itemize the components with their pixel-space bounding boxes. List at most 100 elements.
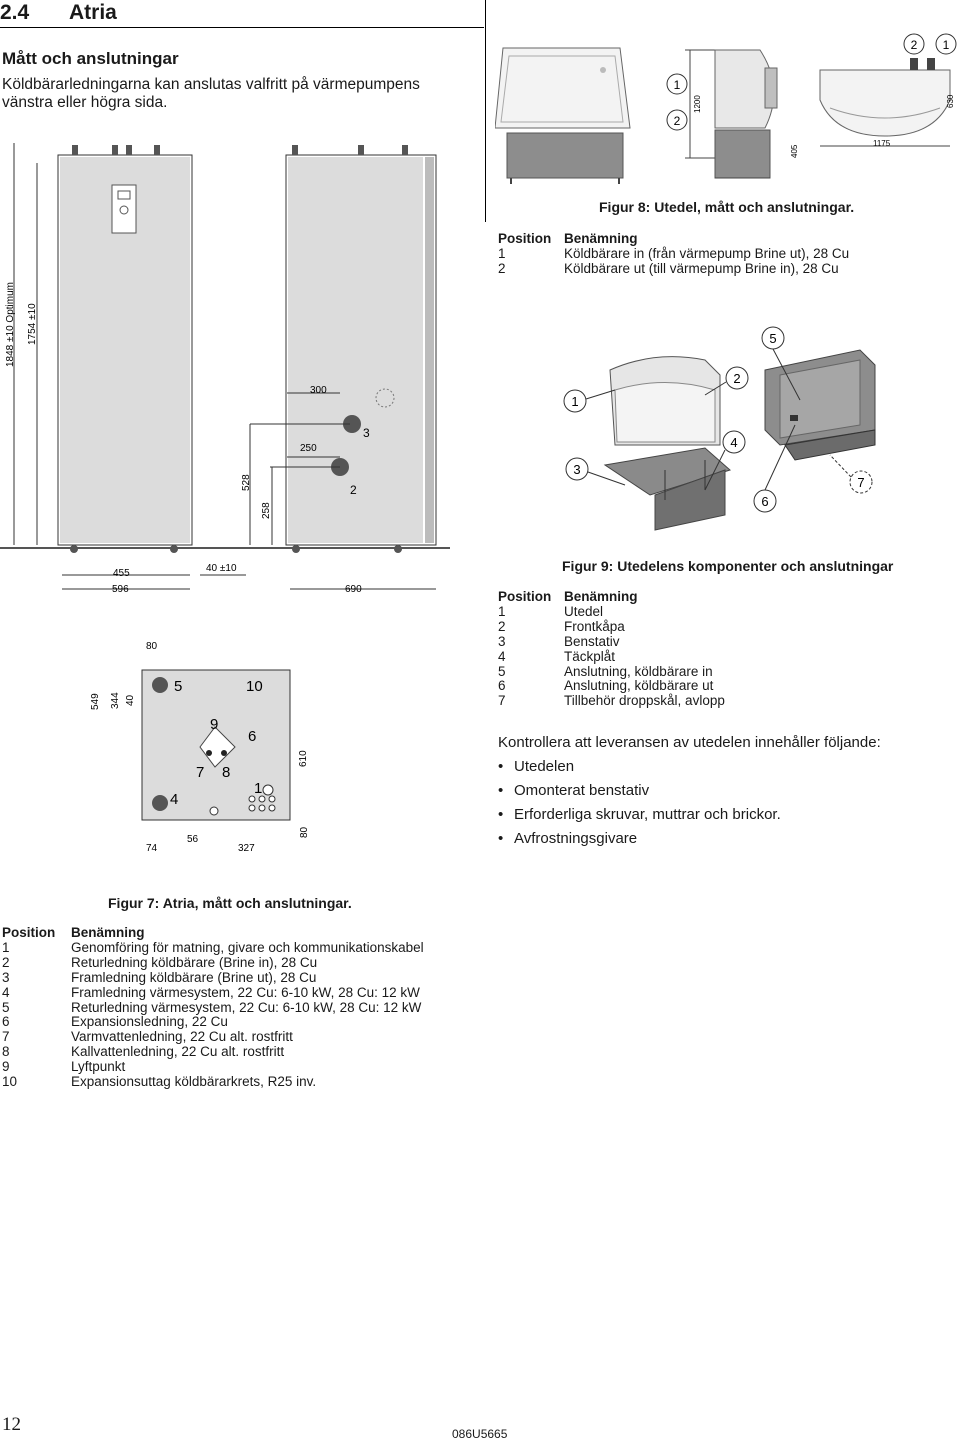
dim-344: 344 [110, 692, 121, 709]
dim-1175: 1175 [873, 139, 891, 148]
figure7-label-6: 6 [248, 728, 256, 745]
checklist-intro: Kontrollera att leveransen av utedelen i… [498, 734, 881, 751]
figure7-label-2a: 2 [350, 483, 357, 497]
figure9-callout-2: 2 [733, 371, 740, 386]
figure7-caption: Figur 7: Atria, mått och anslutningar. [108, 895, 352, 911]
figure8-top-view [819, 58, 951, 147]
figure8-front-view [495, 47, 631, 184]
dim-1848: 1848 ±10 Optimum [5, 282, 16, 367]
figure7-front-view [57, 145, 193, 553]
figure9-drawing: 1 2 3 4 5 6 7 [563, 326, 876, 531]
dim-300: 300 [310, 385, 327, 396]
figure7-side-view [250, 145, 437, 553]
figure8-callout-2b: 2 [911, 38, 918, 52]
figure8-callout-1a: 1 [674, 78, 681, 92]
section-number: 2.4 [0, 1, 30, 24]
figure7-label-10: 10 [246, 678, 263, 695]
dim-455: 455 [113, 568, 130, 579]
dim-405: 405 [790, 144, 799, 158]
figure9-callout-5: 5 [769, 331, 776, 346]
figure8-side-view [685, 49, 778, 179]
figure9-callout-7: 7 [857, 475, 864, 490]
dim-690: 690 [345, 584, 362, 595]
table-header: Position Benämning [2, 925, 145, 940]
dim-1200: 1200 [693, 95, 702, 113]
dim-40-10: 40 ±10 [206, 563, 237, 574]
dim-40: 40 [125, 694, 136, 706]
dim-630: 630 [946, 94, 955, 108]
dim-80b: 80 [299, 826, 310, 838]
figure8-callout-2a: 2 [674, 114, 681, 128]
figure7-dimension-lines [0, 143, 450, 590]
figure8-drawing: 1 2 2 1 1200 405 1175 630 [495, 33, 957, 184]
table-header: Position Benämning [498, 231, 638, 246]
figure8-caption: Figur 8: Utedel, mått och anslutningar. [599, 199, 855, 215]
dim-327: 327 [238, 843, 255, 854]
dim-1754: 1754 ±10 [27, 303, 38, 345]
list-item: Omonterat benstativ [514, 779, 881, 803]
figure7-label-8: 8 [222, 764, 230, 781]
figure7-label-4: 4 [170, 791, 178, 808]
intro-text: Köldbärarledningarna kan anslutas valfri… [2, 76, 420, 111]
figure7-label-5: 5 [174, 678, 182, 695]
figure7-label-7: 7 [196, 764, 204, 781]
dim-74: 74 [146, 843, 158, 854]
figure9-callout-1: 1 [571, 394, 578, 409]
dim-250: 250 [300, 443, 317, 454]
subheading: Mått och anslutningar [2, 49, 179, 68]
section-title: Atria [69, 1, 117, 24]
dim-596: 596 [112, 584, 129, 595]
table-header: Position Benämning [498, 589, 638, 604]
figure9-callout-3: 3 [573, 462, 580, 477]
dim-258: 258 [261, 502, 272, 519]
figure7-label-1: 1 [254, 780, 262, 797]
figure7-label-3a: 3 [363, 426, 370, 440]
figure9-labels: 1 2 3 4 5 6 7 [563, 326, 873, 513]
dim-528: 528 [241, 474, 252, 491]
page-number: 12 [2, 1414, 21, 1435]
figure9-caption: Figur 9: Utedelens komponenter och anslu… [562, 558, 894, 574]
figure9-callout-4: 4 [730, 435, 737, 450]
dim-80: 80 [146, 641, 158, 652]
section-header: 2.4 Atria [0, 0, 484, 28]
checklist-items: Utedelen Omonterat benstativ Erforderlig… [498, 755, 881, 851]
column-divider [485, 0, 486, 222]
figure8-callout-1b: 1 [943, 38, 950, 52]
figure8-labels: 1 2 2 1 1200 405 1175 630 [666, 33, 957, 158]
list-item: Utedelen [514, 755, 881, 779]
dim-549: 549 [90, 693, 101, 710]
figure7-base-plan [141, 669, 291, 821]
list-item: Avfrostningsgivare [514, 827, 881, 851]
figure7-label-9: 9 [210, 716, 218, 733]
figure9-unit-front [603, 356, 731, 531]
figure7-drawing: 1848 ±10 Optimum 1754 ±10 300 250 528 25… [0, 143, 450, 854]
list-item: Erforderliga skruvar, muttrar och bricko… [514, 803, 881, 827]
document-code: 086U5665 [452, 1427, 508, 1441]
checklist: Kontrollera att leveransen av utedelen i… [498, 731, 881, 851]
figure7-text-labels: 1848 ±10 Optimum 1754 ±10 300 250 528 25… [5, 282, 370, 854]
figure9-callout-6: 6 [761, 494, 768, 509]
dim-610: 610 [298, 750, 309, 767]
figure9-unit-back [764, 349, 876, 461]
